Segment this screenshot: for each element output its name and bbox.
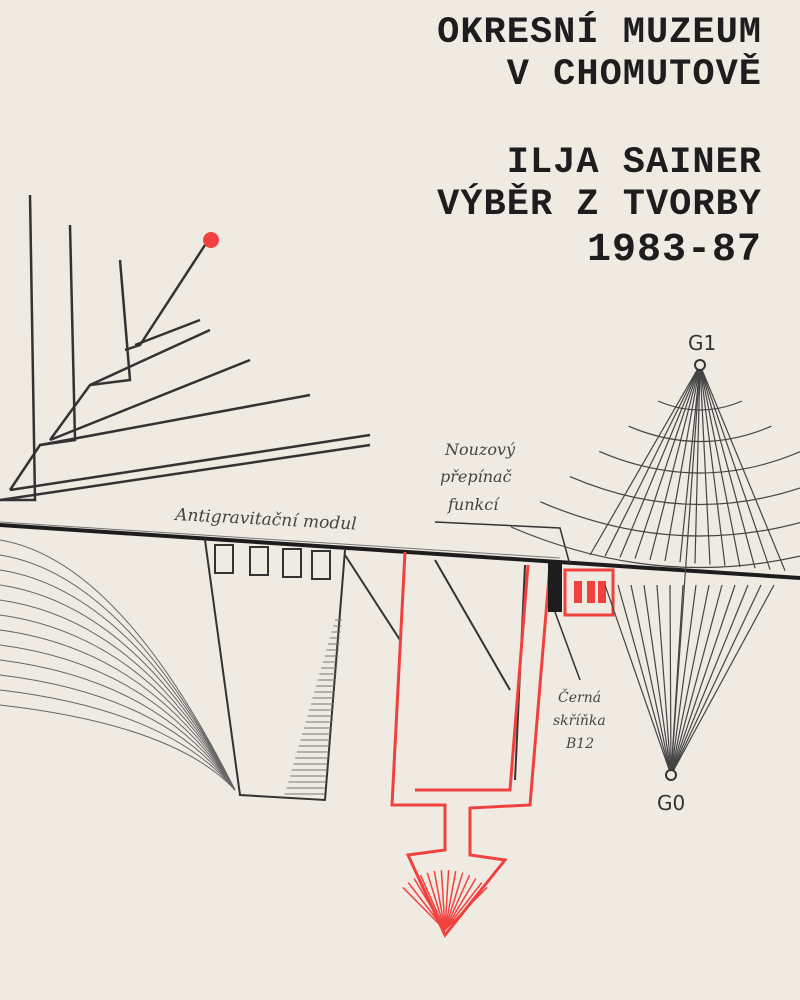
fan-ray [619,364,701,558]
artist-name: ILJA SAINER [506,142,762,184]
burst-line [426,872,446,931]
tree-branch [0,443,371,502]
burst-line [444,870,457,931]
wave-arc [540,501,800,537]
burst-line [444,886,488,931]
burst-line [444,882,483,931]
fan-ray [649,364,701,560]
wave-arc [657,400,743,411]
fan-line [0,569,236,791]
g1-node [694,359,706,371]
fan-ray [630,584,672,776]
fan-ray [699,364,711,565]
fan-ray [604,584,672,776]
wave-arc [569,476,800,506]
burst-line [444,878,477,931]
left-fan-hatching [0,539,236,791]
module-label: Antigravitační modul [173,505,357,535]
box-label-2: skříňka [553,713,606,729]
museum-line-2: V CHOMUTOVĚ [506,54,762,96]
fan-line [0,539,236,791]
burst-line [402,886,446,931]
fan-ray [670,584,697,776]
fan-ray [670,584,723,776]
fan-ray [643,584,672,776]
fan-ray [634,364,701,559]
fan-axis [670,364,701,776]
burst-line [444,870,450,931]
fan-ray [670,584,736,776]
tree-branch [124,244,207,352]
g0-label: G0 [657,791,685,815]
fan-line [0,599,236,791]
wave-arc [510,526,800,569]
fan-ray [699,364,786,571]
g0-node [665,769,677,781]
gravity-fan [510,364,800,776]
fan-line [0,614,236,791]
burst-line [444,874,471,931]
fan-line [0,554,236,791]
red-pipe [390,551,615,938]
fan-line [0,584,236,791]
fan-line [0,689,236,791]
fan-ray [694,364,701,564]
module-block [204,539,526,802]
burst-line [407,882,446,931]
exhibition-years: 1983-87 [586,228,762,273]
fan-line [0,704,236,791]
fan-ray [617,584,672,776]
burst-line [419,874,446,931]
fan-ray [604,364,701,557]
fan-ray [699,364,756,569]
tree-trunk [0,194,37,502]
fan-ray [699,364,741,568]
fan-line [0,674,236,791]
burst-line [433,870,446,931]
box-label-1: Černá [558,687,601,706]
exhibition-subtitle: VÝBĚR Z TVORBY [437,184,762,226]
red-dot [203,232,219,248]
fan-line [0,644,236,791]
fan-ray [699,364,726,566]
fan-ray [589,364,701,556]
museum-line-1: OKRESNÍ MUZEUM [437,12,762,54]
fan-ray [699,364,771,570]
exhibition-title: ILJA SAINER VÝBĚR Z TVORBY 1983-87 [437,142,762,272]
fan-ray [670,584,775,776]
fan-line [0,629,236,791]
burst-line [413,878,446,931]
tree-branch [49,358,251,442]
fan-ray [679,364,701,563]
fan-ray [669,584,672,776]
tree-drawing [0,194,371,502]
burst-line [444,872,464,931]
tree-branch [48,259,132,441]
g1-label: G1 [688,331,716,355]
fan-ray [670,584,762,776]
black-box [548,562,562,612]
fan-ray [670,584,710,776]
box-label-3: B12 [565,736,594,752]
tree-branch [134,318,201,347]
museum-title: OKRESNÍ MUZEUM V CHOMUTOVĚ [437,12,762,96]
switch-label-2: přepínač [440,467,512,486]
wave-arc [628,425,772,443]
switch-label-3: funkcí [447,495,500,514]
fan-ray [670,584,749,776]
tree-branch [89,328,211,387]
fan-line [0,659,236,791]
ground-line [0,523,800,580]
tree-branch [39,393,311,447]
fan-ray [664,364,701,562]
fan-ray [656,584,672,776]
burst-line [440,870,446,931]
wave-arc [598,450,800,474]
switch-label-1: Nouzový [444,440,516,459]
tree-branch [9,433,371,492]
tree-branch [8,224,77,491]
